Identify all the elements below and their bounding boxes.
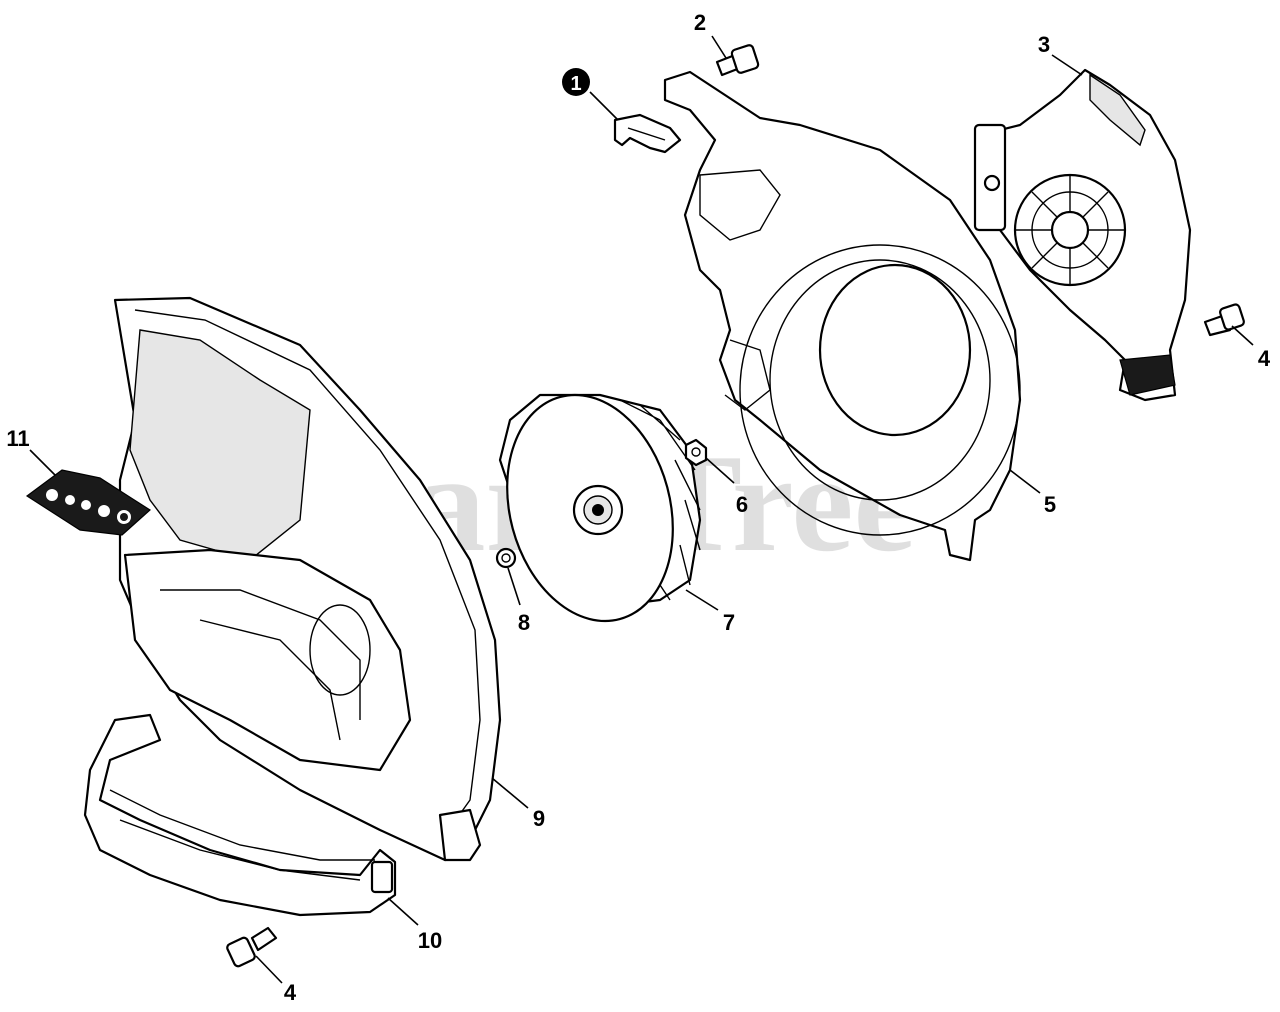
part-8-washer <box>495 547 517 569</box>
callout-3: 3 <box>1038 32 1050 57</box>
leader-lines <box>29 35 1254 984</box>
part-4-screw-right <box>1203 303 1245 337</box>
callout-1-label: 1 <box>570 73 581 95</box>
callout-11: 11 <box>6 426 29 451</box>
part-10-handle <box>83 713 397 917</box>
callout-8: 8 <box>518 610 530 635</box>
part-7-impeller <box>498 393 702 623</box>
callout-4-bottom: 4 <box>284 980 297 1005</box>
part-6-nut <box>684 438 708 467</box>
callout-5: 5 <box>1044 492 1056 517</box>
part-2-screw <box>715 44 760 77</box>
callout-7: 7 <box>723 610 735 635</box>
callout-6: 6 <box>736 492 748 517</box>
part-9-housing <box>113 296 502 862</box>
part-11-decal <box>25 469 151 536</box>
callout-9: 9 <box>533 806 545 831</box>
callouts: 1 2 3 4 4 5 6 7 8 9 10 11 <box>6 10 1271 1005</box>
part-1-clip <box>613 113 682 154</box>
callout-10: 10 <box>418 928 442 953</box>
callout-4-right: 4 <box>1258 346 1271 371</box>
part-5-fan-cover <box>663 70 1022 562</box>
callout-1: 1 <box>562 68 590 96</box>
callout-2: 2 <box>694 10 706 35</box>
part-4-screw-bottom <box>226 926 278 968</box>
part-3-starter <box>973 68 1192 402</box>
